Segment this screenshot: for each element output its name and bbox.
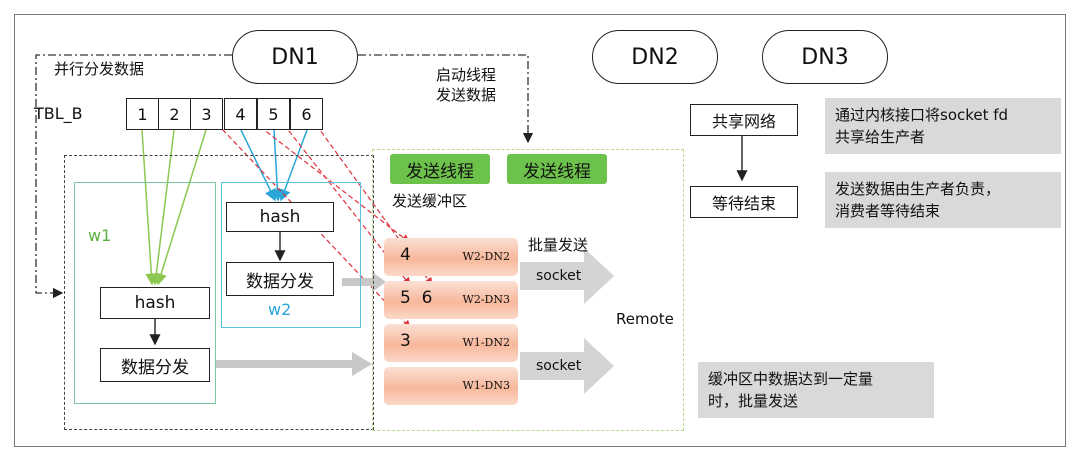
buffer-w2-dn2-label: W2-DN2: [462, 250, 510, 263]
worker-w1-label: w1: [88, 226, 112, 245]
buffer-w2-dn2: 4 W2-DN2: [384, 238, 518, 276]
buffer-w1-dn2-rows: 3: [400, 331, 411, 351]
table-cell-4: 4: [224, 98, 257, 130]
send-thread-2: 发送线程: [507, 154, 607, 184]
table-cell-2: 2: [158, 98, 191, 130]
grey-arrow-w1: [216, 352, 372, 376]
start-thread-label-1: 启动线程: [436, 66, 497, 84]
send-buffer-label: 发送缓冲区: [392, 192, 468, 210]
table-cell-5: 5: [257, 98, 290, 130]
node-dn2-label: DN2: [631, 44, 679, 70]
w2-hash-box: hash: [226, 202, 334, 232]
note-producer-send-line1: 发送数据由生产者负责，: [835, 180, 1001, 198]
buffer-w2-dn3: 5 6 W2-DN3: [384, 281, 518, 319]
node-dn2: DN2: [592, 30, 718, 84]
send-thread-1: 发送线程: [390, 154, 490, 184]
worker-w2: [221, 182, 361, 328]
dn1-dispatch-path: [35, 54, 232, 299]
note-share-socket-line1: 通过内核接口将socket fd: [835, 106, 1009, 124]
share-network-box: 共享网络: [690, 104, 798, 136]
buffer-w1-dn3-label: W1-DN3: [462, 379, 510, 392]
note-share-socket-line2: 共享给生产者: [835, 128, 926, 146]
remote-label: Remote: [616, 310, 674, 328]
note-share-socket: 通过内核接口将socket fd 共享给生产者: [825, 98, 1061, 154]
worker-w1: [74, 182, 216, 404]
socket-arrow-2: [520, 338, 614, 394]
parallel-dispatch-label: 并行分发数据: [54, 60, 145, 78]
worker-w2-label: w2: [268, 300, 292, 319]
w1-dispatch-box: 数据分发: [100, 348, 210, 382]
buffer-w2-dn2-rows: 4: [400, 245, 411, 265]
batch-send-label: 批量发送: [528, 236, 589, 254]
note-batch-send-line1: 缓冲区中数据达到一定量: [708, 370, 874, 388]
w2-dispatch-box: 数据分发: [226, 262, 334, 296]
producer-area: [64, 155, 374, 430]
note-producer-send-line2: 消费者等待结束: [835, 202, 941, 220]
socket-arrow-1: [520, 248, 614, 304]
start-thread-label-2: 发送数据: [436, 86, 497, 104]
consumer-area: [372, 149, 684, 431]
w1-hash-box: hash: [100, 287, 210, 319]
table-cell-3: 3: [190, 98, 223, 130]
buffer-w2-dn3-rows: 5 6: [400, 288, 433, 308]
node-dn3-label: DN3: [801, 44, 849, 70]
socket-label-2: socket: [536, 358, 582, 374]
buffer-w1-dn2-label: W1-DN2: [462, 336, 510, 349]
red-arrow-cell5-buf: [273, 111, 411, 286]
grey-arrow-w2: [342, 272, 386, 292]
note-producer-send: 发送数据由生产者负责， 消费者等待结束: [825, 172, 1061, 228]
table-cell-1: 1: [126, 98, 159, 130]
buffer-w1-dn2: 3 W1-DN2: [384, 324, 518, 362]
buffer-w1-dn3: W1-DN3: [384, 367, 518, 405]
node-dn1-label: DN1: [271, 44, 319, 70]
arrow-cell6-w2: [279, 129, 308, 202]
arrow-cell4-w2: [240, 129, 276, 202]
socket-label-1: socket: [536, 268, 582, 284]
table-name: TBL_B: [34, 104, 83, 123]
node-dn1: DN1: [232, 30, 358, 84]
node-dn3: DN3: [762, 30, 888, 84]
note-batch-send: 缓冲区中数据达到一定量 时，批量发送: [698, 362, 934, 418]
buffer-w2-dn3-label: W2-DN3: [462, 293, 510, 306]
diagram-frame: [14, 14, 1066, 447]
note-batch-send-line2: 时，批量发送: [708, 392, 799, 410]
dn1-start-thread-path: [358, 54, 534, 144]
table-cell-6: 6: [290, 98, 323, 130]
wait-end-box: 等待结束: [690, 186, 798, 218]
